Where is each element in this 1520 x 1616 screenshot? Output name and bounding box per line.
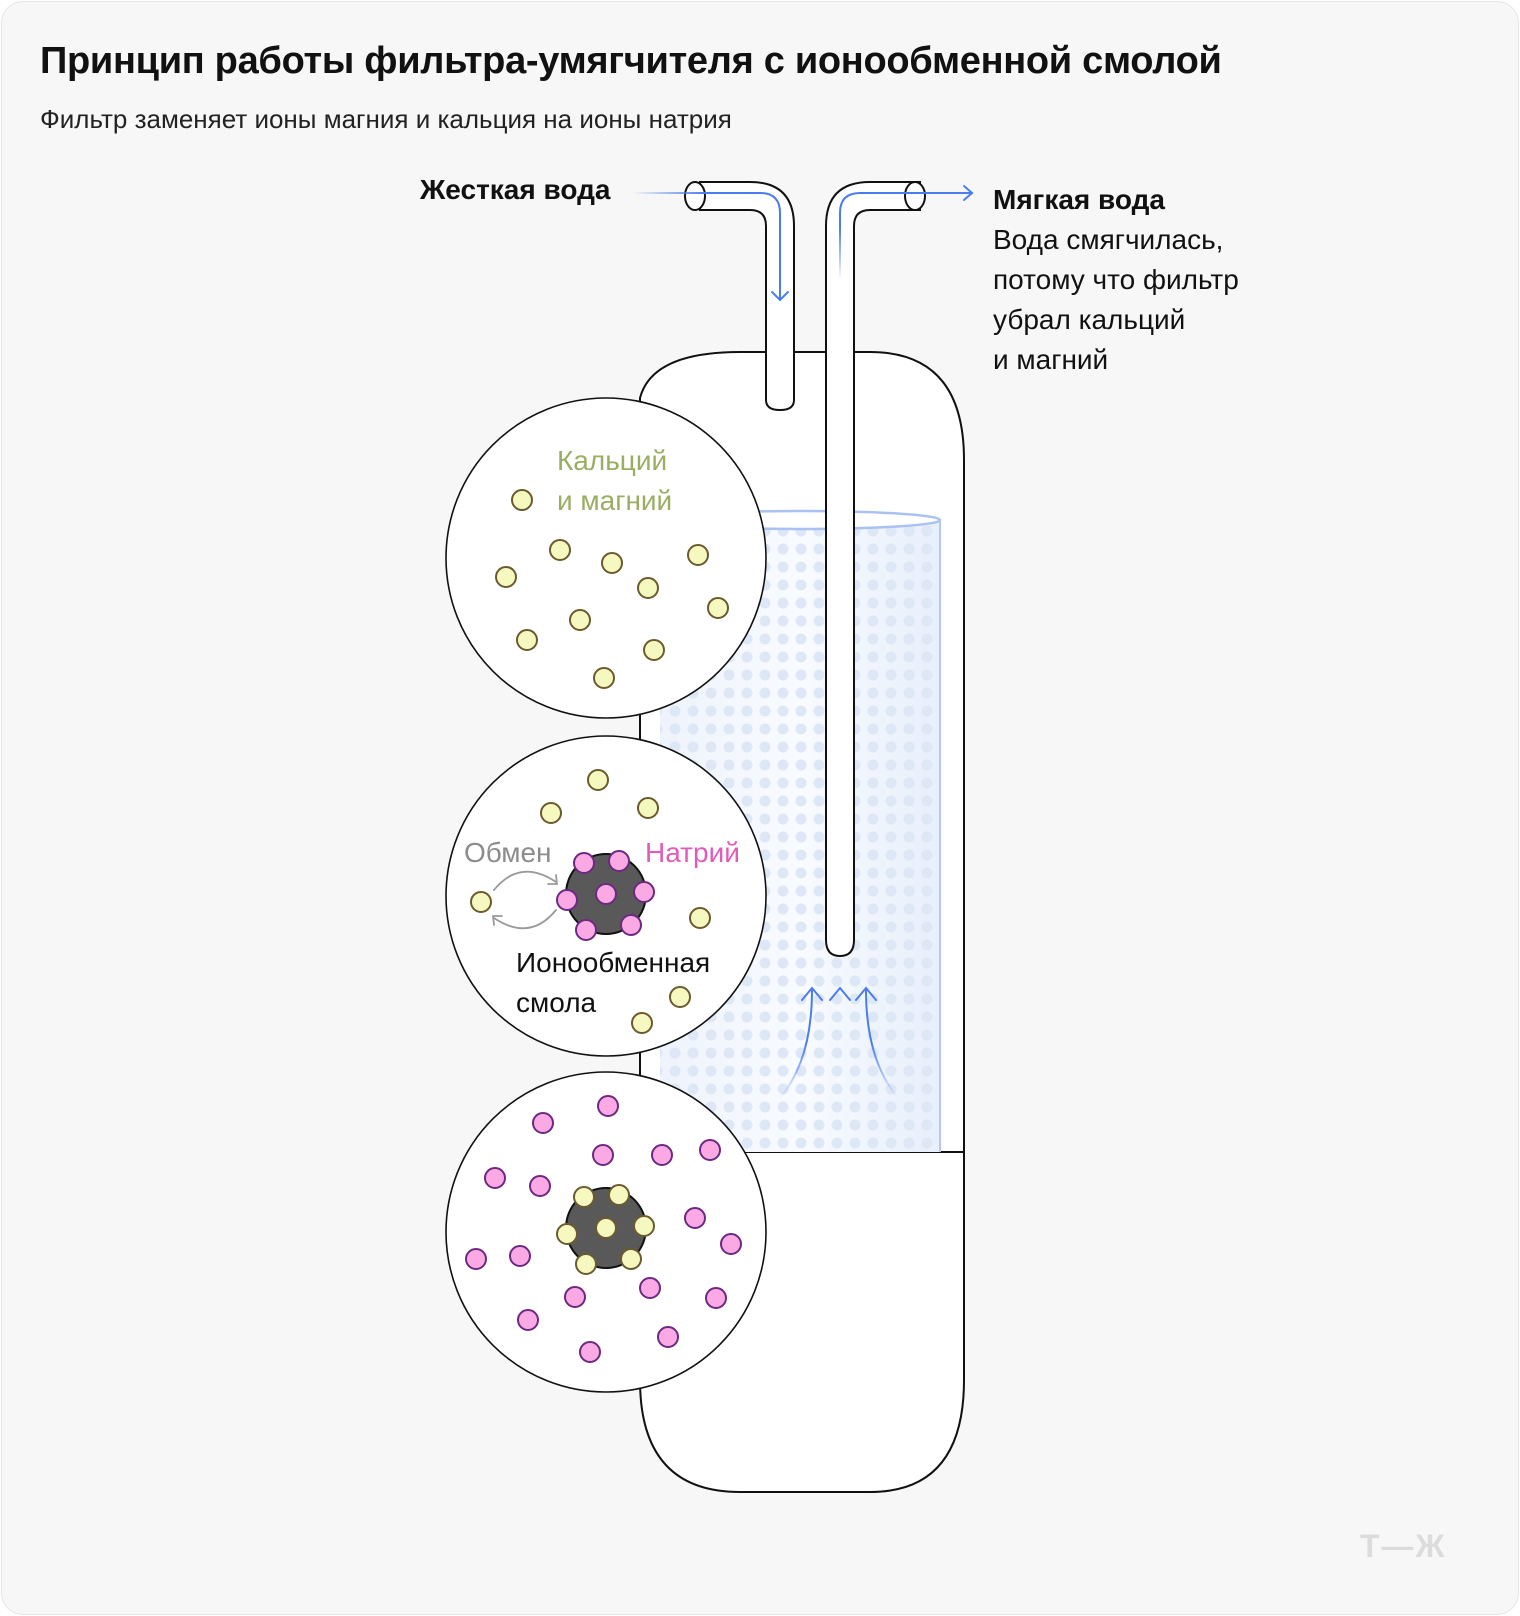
calcium-ion — [512, 490, 532, 510]
calcium-ion — [621, 1249, 641, 1269]
sodium-ion — [485, 1168, 505, 1188]
calcium-ion — [496, 567, 516, 587]
calcium-ion — [596, 1218, 616, 1238]
hard-water-label: Жесткая вода — [420, 170, 610, 210]
calcium-ion — [644, 640, 664, 660]
sodium-ion — [557, 890, 577, 910]
sodium-ion — [721, 1234, 741, 1254]
soft-water-label: Мягкая вода — [993, 180, 1165, 220]
sodium-ion — [580, 1342, 600, 1362]
calcium-ion — [670, 987, 690, 1007]
calcium-ion — [690, 908, 710, 928]
sodium-ion — [596, 884, 616, 904]
zoom-circle-soft-water — [446, 1072, 766, 1392]
calcium-ion — [576, 1254, 596, 1274]
sodium-ion — [518, 1310, 538, 1330]
sodium-ion — [621, 915, 641, 935]
calcium-ion — [588, 770, 608, 790]
sodium-label: Натрий — [645, 837, 740, 868]
calcium-ion — [708, 598, 728, 618]
calcium-ion — [638, 578, 658, 598]
calcium-ion — [594, 668, 614, 688]
calcium-ion — [688, 545, 708, 565]
tzh-logo: Т—Ж — [1360, 1528, 1446, 1565]
sodium-ion — [574, 853, 594, 873]
soft-water-description-line: убрал кальций — [993, 300, 1185, 340]
sodium-ion — [510, 1246, 530, 1266]
sodium-ion — [533, 1113, 553, 1133]
calcium-ion — [517, 630, 537, 650]
sodium-ion — [593, 1145, 613, 1165]
sodium-ion — [700, 1140, 720, 1160]
sodium-ion — [530, 1176, 550, 1196]
calcium-ion — [541, 803, 561, 823]
calcium-ion — [570, 610, 590, 630]
exchange-label: Обмен — [464, 837, 552, 868]
calcium-ion — [634, 1216, 654, 1236]
sodium-ion — [609, 851, 629, 871]
sodium-ion — [576, 920, 596, 940]
sodium-ion — [565, 1287, 585, 1307]
calcium-ion — [471, 892, 491, 912]
sodium-ion — [706, 1288, 726, 1308]
sodium-ion — [466, 1249, 486, 1269]
calcium-ion — [602, 553, 622, 573]
sodium-ion — [598, 1096, 618, 1116]
sodium-ion — [640, 1278, 660, 1298]
soft-water-description-line: потому что фильтр — [993, 260, 1239, 300]
calcium-ion — [574, 1187, 594, 1207]
calcium-ion — [632, 1013, 652, 1033]
soft-water-description-line: и магний — [993, 340, 1108, 380]
sodium-ion — [634, 882, 654, 902]
soft-water-description-line: Вода смягчилась, — [993, 220, 1223, 260]
sodium-ion — [652, 1145, 672, 1165]
calcium-ion — [609, 1185, 629, 1205]
calcium-ion — [550, 540, 570, 560]
zoom-circle-exchange — [446, 736, 766, 1056]
calcium-ion — [557, 1224, 577, 1244]
calcium-ion — [638, 798, 658, 818]
sodium-ion — [685, 1208, 705, 1228]
sodium-ion — [658, 1327, 678, 1347]
